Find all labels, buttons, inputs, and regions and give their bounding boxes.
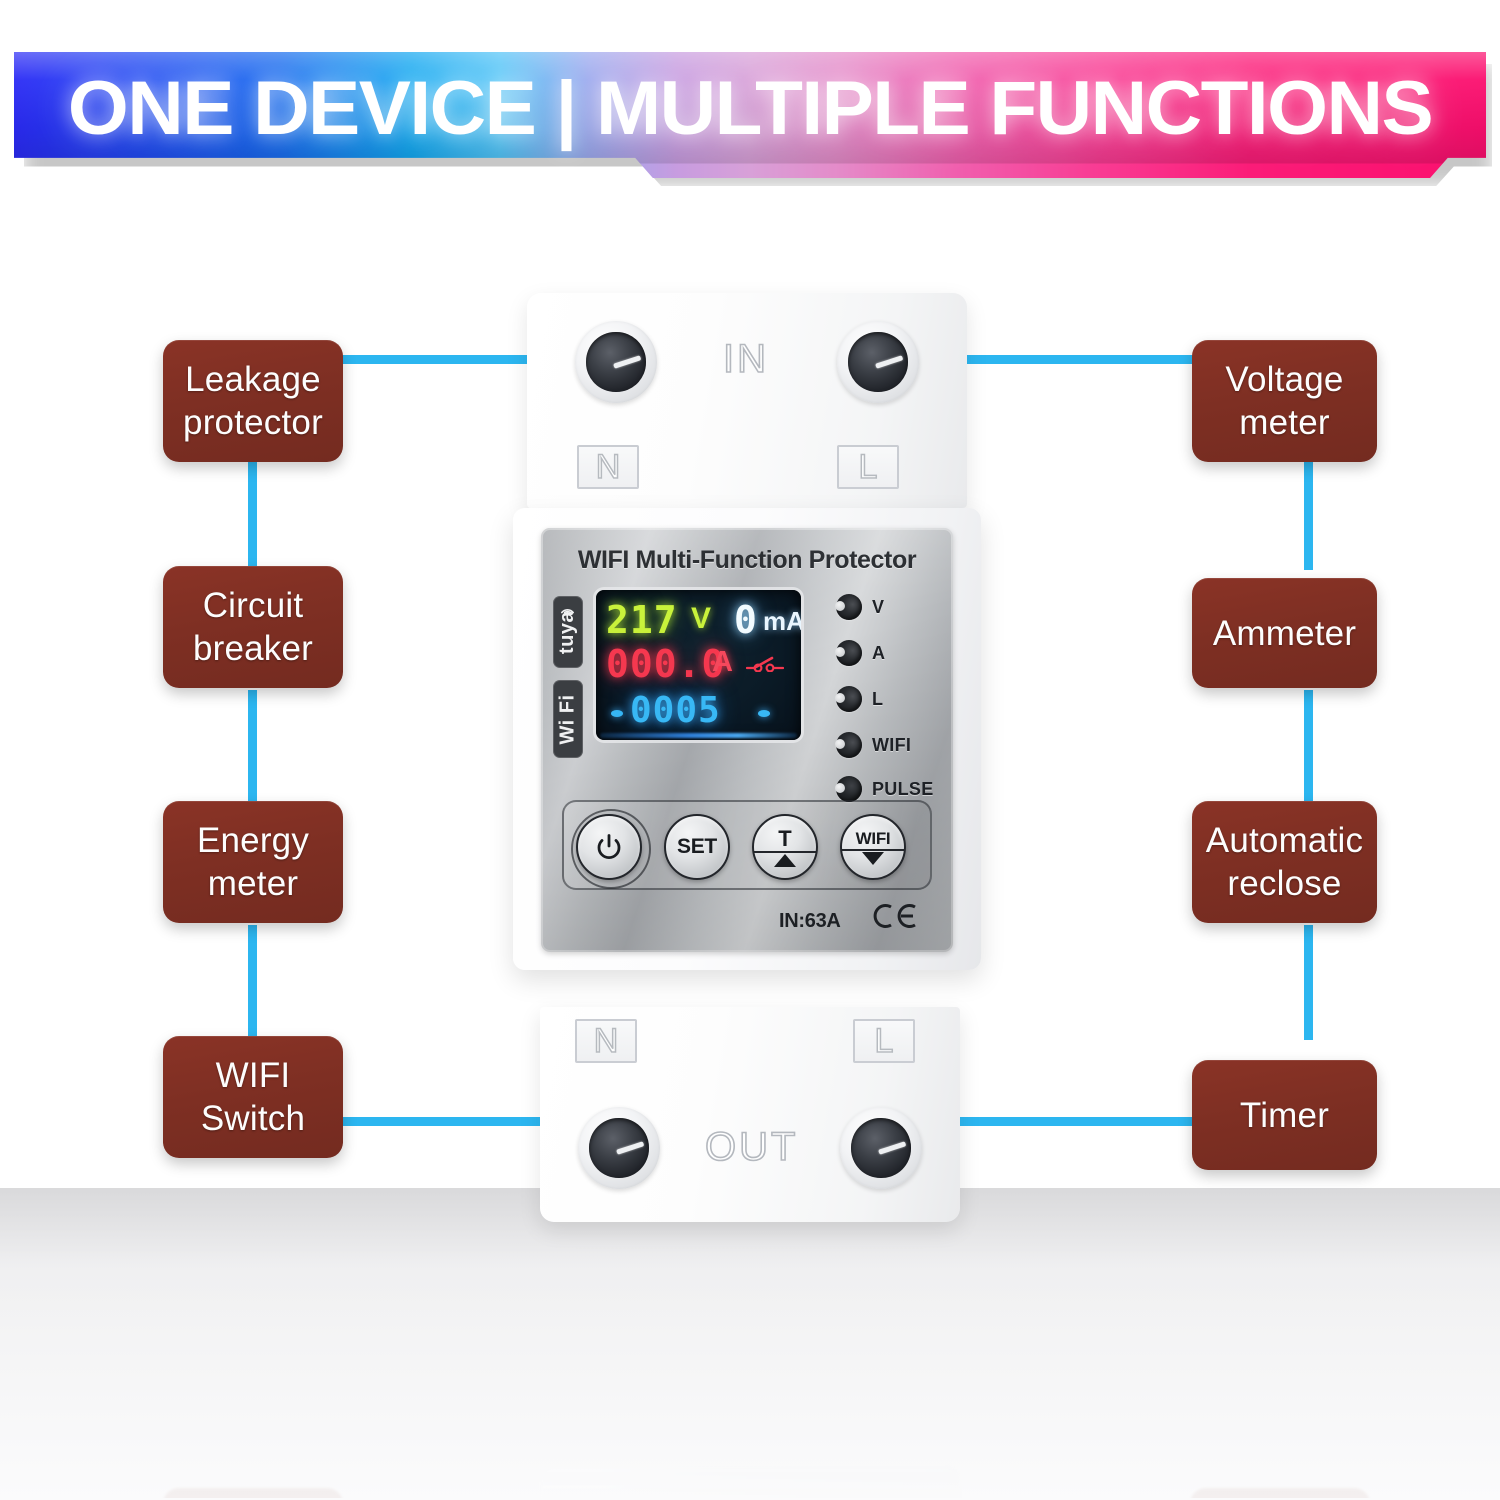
led-label: L [872, 688, 884, 709]
button-divider [842, 848, 904, 851]
connector-right-top [965, 355, 1195, 364]
set-button-label: SET [677, 835, 717, 858]
led-indicator-pulse: PULSE [835, 776, 934, 802]
lcd-leakage-value: 0 [734, 598, 758, 642]
connector-left-spine-2 [248, 690, 257, 805]
terminal-label-top-n: N [577, 445, 639, 489]
screw-terminal-bottom-right [840, 1107, 922, 1189]
led-label: A [872, 642, 886, 663]
lcd-current-value: 000.0 [606, 642, 726, 686]
lcd-leakage-unit: mA [763, 606, 801, 636]
callout-timer[interactable]: Timer [1192, 1060, 1377, 1170]
led-indicator-a: A [835, 640, 886, 666]
lcd-right-dash [758, 710, 770, 717]
device-out-marking: OUT [704, 1124, 799, 1170]
callout-ammeter[interactable]: Ammeter [1192, 578, 1377, 688]
button-divider [754, 850, 816, 853]
led-label: PULSE [872, 778, 934, 799]
led-lamp-icon [835, 686, 862, 712]
screw-terminal-top-right [837, 321, 919, 403]
connector-left-top [340, 355, 530, 364]
timer-up-button[interactable]: T [752, 814, 818, 880]
led-indicator-wifi: WIFI [835, 732, 912, 758]
power-button[interactable] [571, 809, 651, 889]
screw-terminal-top-left [575, 321, 657, 403]
lcd-left-dash [611, 710, 623, 717]
wifi-down-button[interactable]: WIFI [840, 814, 906, 880]
arrow-up-icon [774, 853, 796, 867]
led-lamp-icon [835, 776, 862, 802]
button-bar: SET T WIFI [562, 800, 932, 890]
led-lamp-icon [835, 732, 862, 758]
set-button[interactable]: SET [664, 814, 730, 880]
device-top-housing: IN N L [527, 293, 967, 508]
connector-right-spine-1 [1304, 455, 1313, 570]
banner-gradient [14, 52, 1486, 178]
tuya-badge: tuya [553, 596, 583, 668]
device-rating-label: IN:63A [779, 910, 841, 932]
lcd-voltage-unit: V [691, 602, 712, 635]
led-indicator-v: V [835, 594, 885, 620]
terminal-label-top-l: L [837, 445, 899, 489]
arrow-down-icon [862, 851, 884, 865]
signal-arc-icon [561, 609, 574, 615]
callout-label: Timer [1239, 1095, 1330, 1135]
connector-right-spine-2 [1304, 690, 1313, 805]
led-indicator-l: L [835, 686, 884, 712]
power-icon [597, 834, 621, 860]
terminal-label-bottom-l: L [853, 1019, 915, 1063]
connector-left-bottom [340, 1117, 540, 1126]
device-bottom-housing: N L OUT [540, 1007, 960, 1222]
connector-left-spine-3 [248, 925, 257, 1040]
connector-right-spine-3 [1304, 925, 1313, 1040]
connector-right-bottom [958, 1117, 1198, 1126]
lcd-current-unit: A [712, 646, 733, 678]
device-model-title: WIFI Multi-Function Protector [577, 546, 917, 574]
device-in-marking: IN [722, 336, 769, 382]
led-lamp-icon [835, 640, 862, 666]
callout-label: Ammeter [1212, 613, 1357, 653]
ce-mark-icon [873, 904, 916, 928]
screw-terminal-bottom-left [578, 1107, 660, 1189]
switch-contact-icon [746, 656, 784, 672]
lcd-display: 217 V 0 mA 000.0 A 0005 [596, 590, 801, 740]
tuya-badge-label: tuya [556, 610, 579, 654]
led-label: V [872, 596, 885, 617]
lcd-row-current: 000.0 A [606, 642, 796, 686]
led-lamp-icon [835, 594, 862, 620]
lcd-row-voltage: 217 V 0 mA [606, 598, 801, 642]
wifi-badge-label: Wi Fi [556, 693, 579, 745]
connector-left-spine-1 [248, 455, 257, 570]
lcd-voltage-value: 217 [606, 598, 678, 642]
wifi-badge: Wi Fi [553, 680, 583, 758]
terminal-label-bottom-n: N [575, 1019, 637, 1063]
lcd-code-value: 0005 [630, 690, 721, 731]
lcd-row-code: 0005 [606, 690, 796, 732]
timer-button-label: T [778, 825, 792, 851]
wifi-button-label: WIFI [855, 828, 891, 848]
banner-title: ONE DEVICE | MULTIPLE FUNCTIONS [67, 65, 1434, 151]
device-faceplate: WIFI Multi-Function Protector tuya Wi Fi… [541, 528, 953, 952]
led-label: WIFI [872, 734, 912, 755]
